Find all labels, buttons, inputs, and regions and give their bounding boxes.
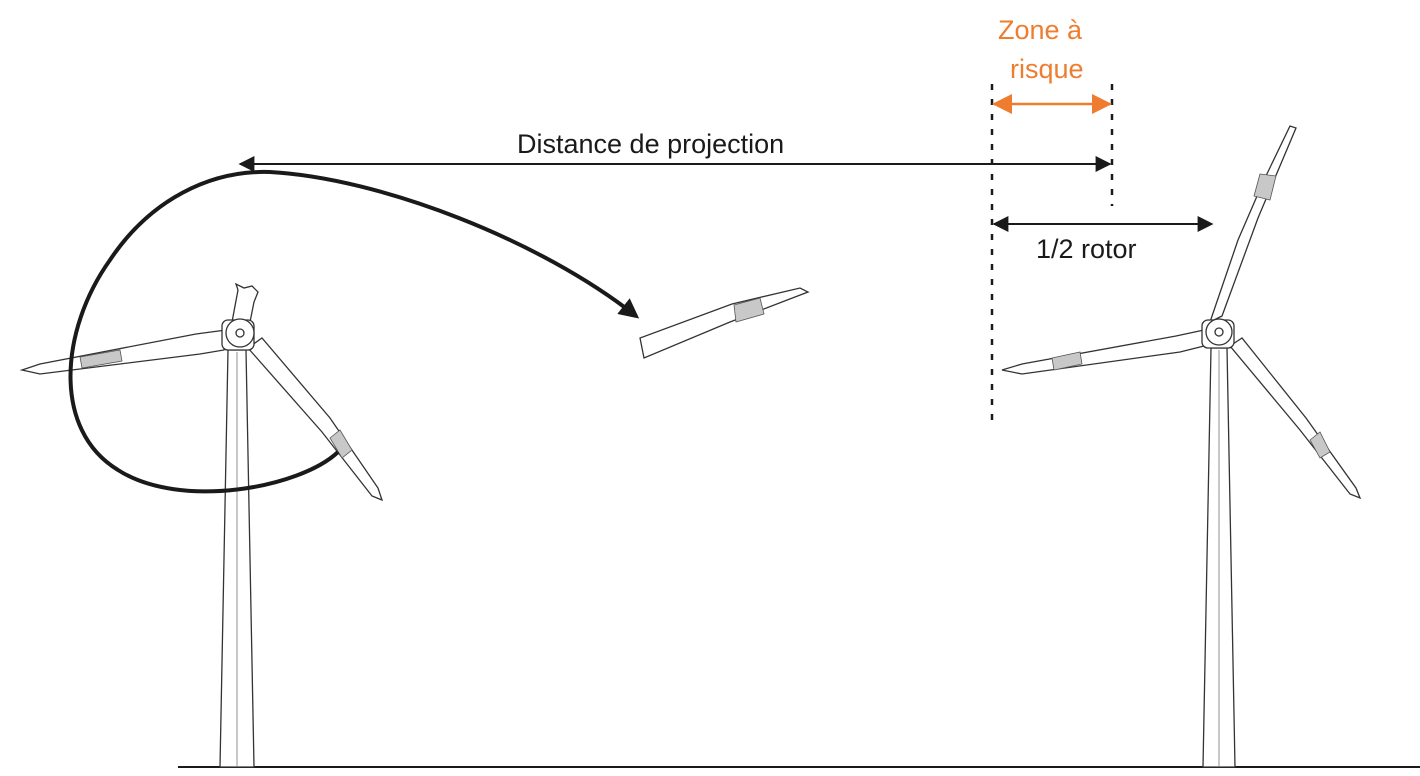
- right-turbine-blade-right: [1229, 337, 1362, 500]
- risk-zone-label-line1: Zone à: [998, 15, 1083, 45]
- projection-distance-label: Distance de projection: [517, 129, 785, 159]
- right-turbine-blade-up: [1208, 125, 1297, 324]
- half-rotor-label: 1/2 rotor: [1036, 234, 1137, 264]
- left-turbine-blade-left: [19, 329, 227, 375]
- left-turbine-blade-right: [247, 337, 384, 502]
- detached-blade: [639, 287, 810, 359]
- right-turbine-blade-left: [1001, 329, 1205, 375]
- left-broken-blade-stub: [231, 282, 259, 323]
- left-wind-turbine: [19, 282, 384, 768]
- risk-zone-label-line2: risque: [1010, 54, 1084, 84]
- right-wind-turbine: [1001, 125, 1362, 768]
- blade-trajectory-arrow: [68, 169, 640, 494]
